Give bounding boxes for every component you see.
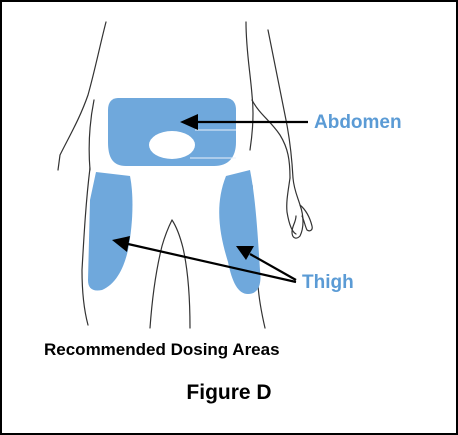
abdomen-label: Abdomen [314, 112, 402, 134]
caption: Recommended Dosing Areas [44, 340, 280, 360]
figure-title: Figure D [0, 381, 458, 405]
navel-exclusion [149, 131, 195, 159]
thigh-arrow-left [112, 236, 296, 282]
thigh-label: Thigh [302, 272, 354, 294]
left-thigh-area [88, 172, 132, 291]
right-thigh-area [219, 170, 260, 294]
